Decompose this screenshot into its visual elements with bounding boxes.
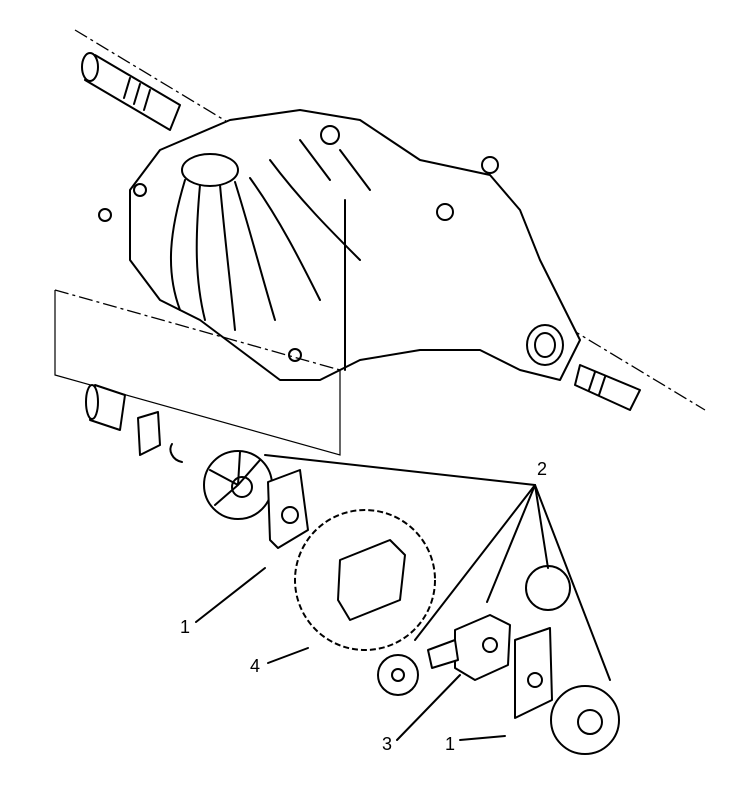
pinion-gear-lower-left (377, 654, 419, 696)
bushing (85, 384, 126, 431)
side-bevel-gear-upper (203, 450, 273, 520)
transaxle-housing (98, 109, 581, 381)
retaining-clip (137, 411, 161, 456)
ring-gear (294, 509, 436, 651)
callout-1-upper: 1 (180, 617, 191, 637)
snap-ring (169, 443, 183, 463)
leader-lines (195, 454, 611, 741)
callout-1-lower: 1 (445, 734, 456, 754)
side-bevel-gear-lower (550, 685, 620, 755)
right-axle-shaft (574, 364, 641, 411)
callout-2: 2 (537, 459, 548, 479)
projection-lines (54, 290, 341, 456)
callout-3: 3 (382, 734, 393, 754)
left-axle-shaft (81, 52, 181, 131)
axle-centerline (74, 29, 706, 411)
thrust-washer-upper (267, 469, 309, 549)
callout-4: 4 (250, 656, 261, 676)
cross-block (427, 614, 511, 681)
pinion-gear-right (525, 565, 571, 611)
